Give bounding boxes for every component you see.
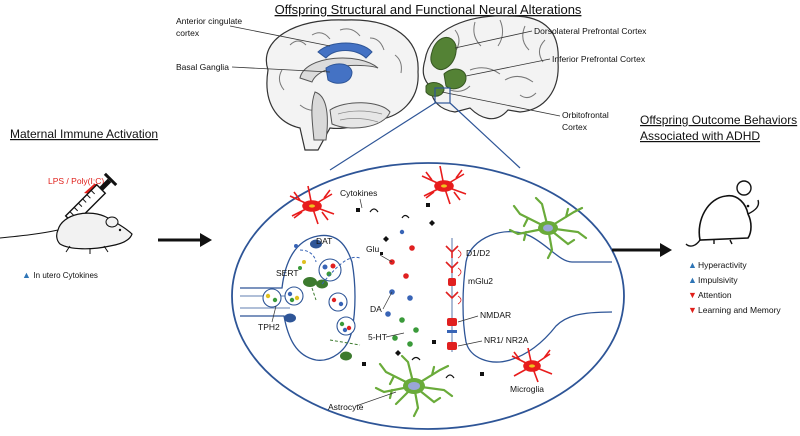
d1d2-receptor — [445, 245, 459, 258]
receptors — [445, 238, 462, 352]
outcome-learning-memory: Learning and Memory — [698, 305, 781, 315]
cytokine-note: ▲ In utero Cytokines — [22, 270, 98, 280]
label-dlpfc: Dorsolateral Prefrontal Cortex — [534, 26, 647, 36]
svg-text:▲: ▲ — [688, 275, 697, 285]
mia-heading: Maternal Immune Activation — [10, 127, 158, 141]
corpus-callosum — [299, 57, 379, 83]
dat-transporter — [310, 239, 322, 249]
label-tph2: TPH2 — [258, 322, 280, 332]
label-mglu2: mGlu2 — [468, 276, 493, 286]
outcome-attention: Attention — [698, 290, 732, 300]
sagittal-brain — [265, 19, 419, 151]
lateral-gyri — [449, 19, 546, 99]
brainstem — [311, 91, 328, 141]
arrow-right-icon — [158, 233, 212, 247]
gyri-lines — [278, 28, 402, 113]
page-title: Offspring Structural and Functional Neur… — [275, 2, 582, 17]
lateral-brain — [422, 15, 559, 120]
outcome-impulsivity: Impulsivity — [698, 275, 738, 285]
label-5ht: 5-HT — [368, 332, 387, 342]
mouse-icon — [0, 212, 133, 254]
cytokine-particles — [356, 203, 484, 379]
label-ofc: Orbitofrontal — [562, 110, 609, 120]
zoom-box — [434, 87, 451, 104]
outcome-heading-1: Offspring Outcome Behaviors — [640, 113, 797, 127]
dlpfc-region — [430, 37, 457, 70]
label-anterior-cingulate: Anterior cingulate — [176, 16, 242, 26]
microglia-icon — [289, 185, 335, 225]
label-astrocyte: Astrocyte — [328, 402, 364, 412]
vesicle — [318, 258, 342, 282]
label-glu: Glu — [366, 244, 380, 254]
label-d1d2: D1/D2 — [466, 248, 490, 258]
label-nmdar: NMDAR — [480, 310, 511, 320]
nmdar-receptor — [447, 318, 457, 326]
microglia-icon — [421, 165, 467, 205]
vesicle — [328, 292, 348, 312]
outcome-item: ▲ Impulsivity — [688, 275, 738, 285]
ht-transporter — [340, 351, 352, 361]
presynaptic-terminal — [240, 234, 356, 361]
arrow-right-icon — [612, 243, 672, 257]
sagittal-brain-outline — [265, 19, 419, 151]
outcome-list: ▲ Hyperactivity ▲ Impulsivity ▼ Attentio… — [688, 260, 781, 315]
sert-transporter — [303, 277, 317, 287]
svg-text:▲: ▲ — [688, 260, 697, 270]
vesicle — [336, 316, 356, 336]
outcome-item: ▼ Learning and Memory — [688, 305, 781, 315]
label-da: DA — [370, 304, 382, 314]
vesicle — [284, 286, 304, 306]
mouse-icon — [685, 180, 760, 247]
outcome-item: ▼ Attention — [688, 290, 732, 300]
label-nr1nr2a: NR1/ NR2A — [484, 335, 529, 345]
label-anterior-cingulate-2: cortex — [176, 28, 200, 38]
label-dat: DAT — [316, 236, 332, 246]
mglu2-receptor — [448, 278, 456, 286]
vesicle — [262, 288, 282, 308]
label-basal-ganglia: Basal Ganglia — [176, 62, 229, 72]
outcome-heading-2: Associated with ADHD — [640, 129, 760, 143]
microglia-icon — [511, 347, 553, 383]
cerebellum — [329, 102, 391, 129]
injection-label: LPS / Poly(I:C) — [48, 176, 104, 186]
astrocyte-icon — [508, 196, 588, 260]
postsynaptic-terminal — [462, 231, 613, 363]
nr1nr2a-receptor — [447, 342, 457, 350]
svg-text:▼: ▼ — [688, 305, 697, 315]
outcome-item: ▲ Hyperactivity — [688, 260, 747, 270]
label-ofc-2: Cortex — [562, 122, 588, 132]
ipfc-region — [443, 68, 467, 90]
vesicles — [262, 258, 356, 336]
neurotransmitters — [385, 229, 419, 347]
basal-ganglia-region — [325, 63, 353, 84]
svg-text:▼: ▼ — [688, 290, 697, 300]
anterior-cingulate-region — [317, 42, 373, 59]
label-ipfc: Inferior Prefrontal Cortex — [552, 54, 646, 64]
label-cytokines: Cytokines — [340, 188, 377, 198]
tph2-transporter — [284, 313, 296, 323]
label-microglia: Microglia — [510, 384, 544, 394]
outcome-hyperactivity: Hyperactivity — [698, 260, 747, 270]
label-sert: SERT — [276, 268, 299, 278]
